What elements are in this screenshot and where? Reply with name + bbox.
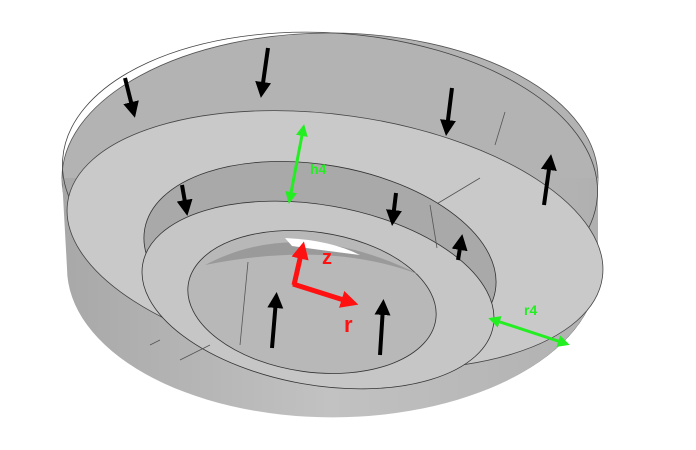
arrow-down-icon <box>255 47 272 98</box>
segment-line <box>179 344 211 361</box>
z-axis-arrow <box>291 241 309 286</box>
arrow-down-icon <box>123 77 139 118</box>
segment-line <box>429 204 438 249</box>
height-label: h4 <box>310 161 327 177</box>
arrow-down-icon <box>440 87 456 136</box>
arrow-down-icon <box>176 184 193 216</box>
z-axis-label: z <box>322 247 332 269</box>
radius-dimension-arrow <box>488 316 570 347</box>
segment-line <box>239 261 249 346</box>
segment-line <box>494 111 506 146</box>
segment-line <box>149 339 161 346</box>
r-axis-label: r <box>344 312 353 337</box>
coordinate-axes: z r <box>291 241 359 337</box>
arrow-up-icon <box>451 234 468 261</box>
arrow-up-icon <box>540 154 557 206</box>
radius-label: r4 <box>524 302 537 318</box>
arrow-up-icon <box>374 299 391 356</box>
arrow-up-icon <box>267 292 284 349</box>
segment-line <box>434 177 481 206</box>
height-dimension-arrow <box>285 124 308 204</box>
arrow-down-icon <box>386 192 402 226</box>
magnetization-arrows <box>123 47 557 356</box>
r-axis-arrow <box>292 281 359 308</box>
